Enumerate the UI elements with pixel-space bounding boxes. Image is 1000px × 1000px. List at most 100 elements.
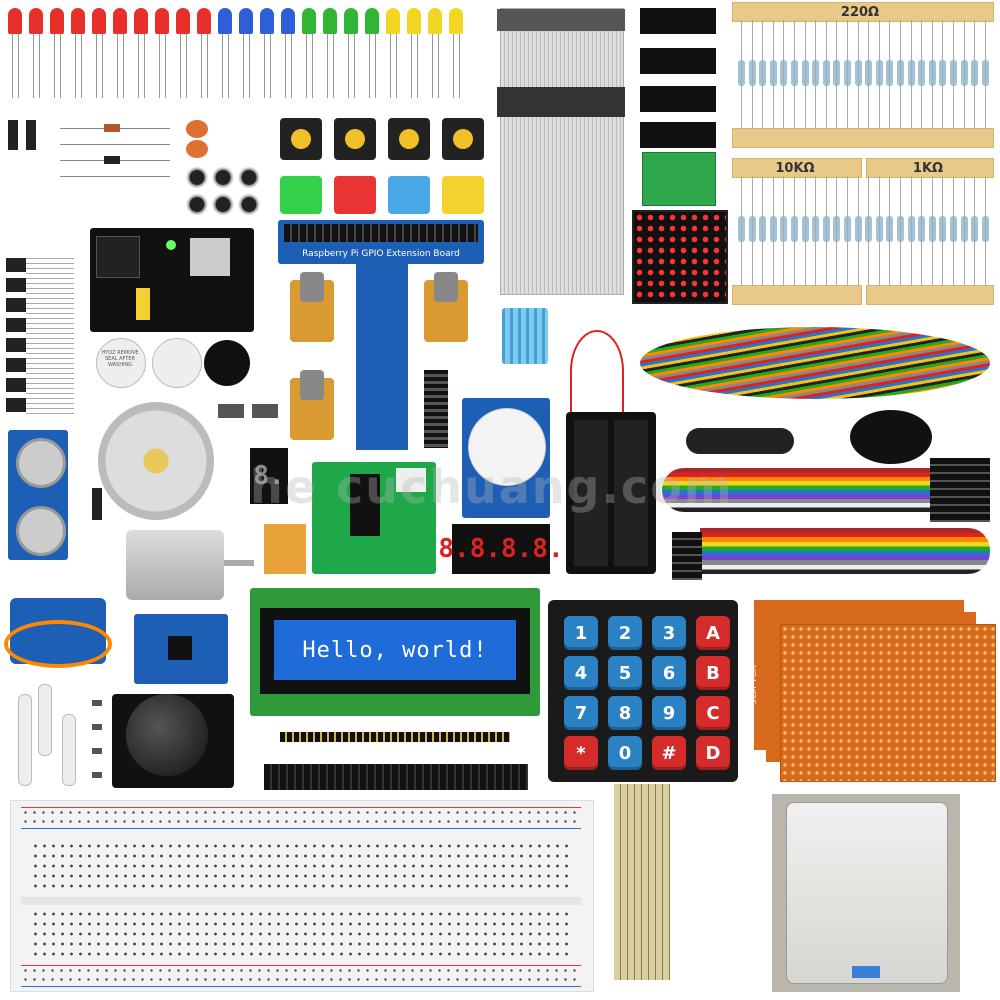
led-leg <box>180 34 181 98</box>
resistor-lead <box>868 20 870 128</box>
keypad-key[interactable]: 4 <box>564 656 598 690</box>
keypad-key[interactable]: 9 <box>652 696 686 730</box>
keypad-key[interactable]: B <box>696 656 730 690</box>
ic-chip <box>640 8 716 34</box>
breadboard-center-channel <box>21 897 581 905</box>
resistor-lead <box>783 176 785 285</box>
joystick-module <box>112 694 234 788</box>
uln2003-driver-board <box>312 462 436 574</box>
usb-port <box>190 238 230 276</box>
led-bar-graph <box>424 370 448 448</box>
led <box>239 8 253 34</box>
resistor-lead <box>953 176 954 285</box>
resistor-lead <box>857 176 859 285</box>
film-capacitor <box>264 524 306 574</box>
keypad-key[interactable]: D <box>696 736 730 770</box>
led <box>29 8 43 34</box>
gpio-board-stem <box>356 262 408 450</box>
resistor-lead <box>794 176 795 285</box>
resistor-lead <box>984 176 986 285</box>
keypad-key[interactable]: 7 <box>564 696 598 730</box>
keypad-key[interactable]: 8 <box>608 696 642 730</box>
push-buttons <box>280 118 484 168</box>
pir-sensor <box>462 398 550 518</box>
ultrasonic-transducer <box>16 438 66 488</box>
keypad-key[interactable]: 2 <box>608 616 642 650</box>
battery-clip <box>850 410 932 464</box>
led-leg <box>453 34 454 98</box>
resistor-label-1k: 1KΩ <box>912 161 944 176</box>
led-leg <box>390 34 391 98</box>
keypad-key[interactable]: 6 <box>652 656 686 690</box>
led-leg <box>459 34 460 98</box>
led <box>218 8 232 34</box>
ceramic-capacitor <box>186 140 208 158</box>
ic-chips <box>640 8 720 148</box>
resistor-lead <box>741 20 742 128</box>
led-leg <box>81 34 82 98</box>
led-leg <box>438 34 439 98</box>
resistor-lead <box>772 176 774 285</box>
buzzer <box>96 338 146 388</box>
led-leg <box>285 34 286 98</box>
ic-chip <box>640 122 716 148</box>
led <box>407 8 421 34</box>
resistor-lead <box>762 20 764 128</box>
keypad-key[interactable]: 3 <box>652 616 686 650</box>
servo-horn <box>62 714 76 786</box>
keypad-key[interactable]: 5 <box>608 656 642 690</box>
capacitors <box>8 120 48 160</box>
potentiometer <box>290 370 334 440</box>
keypad-key[interactable]: 1 <box>564 616 598 650</box>
mpu6050-module <box>134 614 228 684</box>
resistor-lead <box>942 20 944 128</box>
ceramic-capacitor <box>186 120 208 138</box>
resistor-lead <box>804 176 806 285</box>
watermark-text: he cuchuang.com <box>250 460 734 514</box>
resistor-lead <box>825 20 827 128</box>
keypad-key[interactable]: A <box>696 616 730 650</box>
button-cap-green <box>280 176 322 214</box>
diodes <box>60 118 170 198</box>
keypad-key[interactable]: # <box>652 736 686 770</box>
led-leg <box>138 34 139 98</box>
resistor-lead <box>804 20 806 128</box>
perfboard-label: 5CM*7CM <box>749 664 759 705</box>
diode-wire <box>60 176 170 177</box>
led-leg <box>144 34 145 98</box>
keypad-key[interactable]: * <box>564 736 598 770</box>
led-leg <box>96 34 97 98</box>
resistor-strip-10k-top <box>732 158 862 178</box>
resistor-lead <box>900 20 901 128</box>
button-cap-red <box>334 176 376 214</box>
led-leg <box>306 34 307 98</box>
buzzer-sticker-text: HYDZ REMOVE SEAL AFTER WASHING <box>101 350 139 368</box>
resistor-lead <box>974 20 976 128</box>
breadboard-terminal-bottom <box>31 909 571 961</box>
slide-switch <box>218 404 244 418</box>
resistor-lead <box>847 176 848 285</box>
breadboard-power-rail-top <box>21 807 581 829</box>
push-button <box>388 118 430 160</box>
resistor-lead <box>889 20 891 128</box>
led <box>134 8 148 34</box>
storage-box-body <box>786 802 948 984</box>
ribbon-connector-mid <box>497 87 625 117</box>
resistor-lead <box>878 176 880 285</box>
pir-dome <box>468 408 546 486</box>
led <box>50 8 64 34</box>
keypad-key[interactable]: C <box>696 696 730 730</box>
resistor-lead <box>910 20 912 128</box>
breadboard-power-module <box>90 228 254 332</box>
resistor-lead <box>847 20 848 128</box>
led-leg <box>369 34 370 98</box>
led-leg <box>12 34 13 98</box>
push-button <box>280 118 322 160</box>
led-leg <box>159 34 160 98</box>
led-leg <box>207 34 208 98</box>
electrolytic-capacitor <box>8 120 18 150</box>
resistor-lead <box>868 176 870 285</box>
motor-shaft <box>224 560 254 566</box>
keypad-key[interactable]: 0 <box>608 736 642 770</box>
